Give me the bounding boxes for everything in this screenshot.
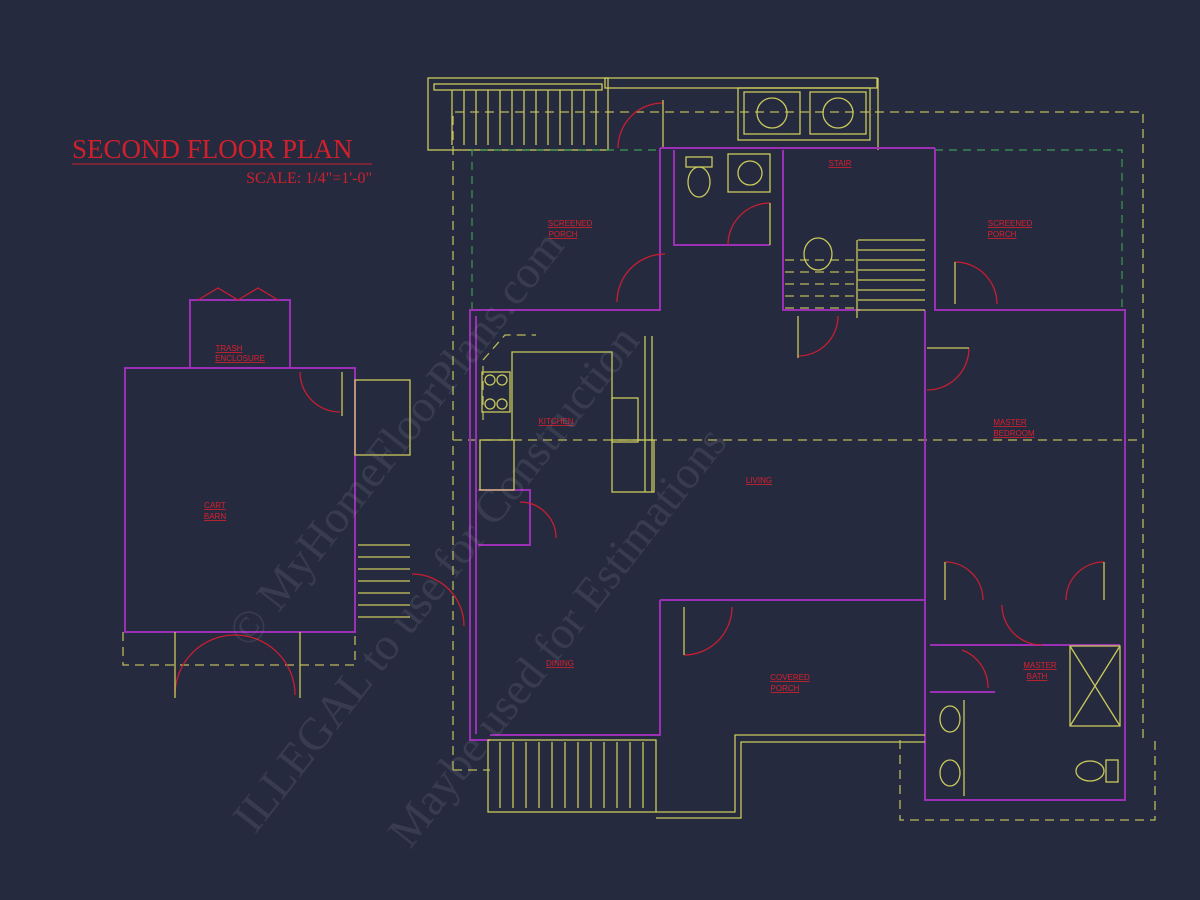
top-deck-stair bbox=[427, 77, 879, 151]
room-label-trash-enclosure: TRASH bbox=[215, 344, 242, 353]
cooktop-icon bbox=[481, 371, 511, 413]
toilet-icon bbox=[1075, 760, 1105, 782]
room-label-line: PORCH bbox=[988, 230, 1017, 239]
plan-scale: SCALE: 1/4"=1'-0" bbox=[246, 170, 372, 187]
vanity-sink-icon bbox=[939, 759, 961, 787]
kitchen-sink-icon bbox=[611, 397, 639, 443]
title-block: SECOND FLOOR PLAN SCALE: 1/4"=1'-0" bbox=[72, 134, 372, 187]
room-label-kitchen: KITCHEN bbox=[538, 417, 573, 426]
room-label-line: BATH bbox=[1027, 672, 1048, 681]
room-label-line: BEDROOM bbox=[993, 429, 1035, 438]
room-label-living: LIVING bbox=[746, 476, 772, 485]
room-labels: SCREENED PORCH STAIR SCREENED PORCH TRAS… bbox=[204, 159, 1057, 693]
sink-icon bbox=[737, 160, 763, 186]
fixtures bbox=[354, 153, 1121, 819]
doors bbox=[174, 202, 1105, 698]
plan-title: SECOND FLOOR PLAN bbox=[72, 134, 353, 164]
room-label-master-bath: MASTER bbox=[1023, 661, 1057, 670]
room-label-line: ENCLOSURE bbox=[215, 354, 265, 363]
room-label-screened-porch-right: SCREENED bbox=[988, 219, 1033, 228]
roof-outline bbox=[122, 111, 1156, 821]
toilet-icon bbox=[687, 166, 711, 198]
room-label-dining: DINING bbox=[546, 659, 574, 668]
room-label-cart-barn: CART bbox=[204, 501, 226, 510]
walls bbox=[124, 147, 1126, 801]
screen-lines bbox=[471, 149, 1123, 310]
room-label-line: PORCH bbox=[549, 230, 578, 239]
vanity-sink-icon bbox=[939, 705, 961, 733]
room-label-master-bedroom: MASTER bbox=[993, 418, 1027, 427]
room-label-stair: STAIR bbox=[829, 159, 852, 168]
room-label-line: BARN bbox=[204, 512, 226, 521]
watermark: © MyHomeFloorPlans.com ILLEGAL to use fo… bbox=[218, 220, 737, 856]
room-label-line: PORCH bbox=[771, 684, 800, 693]
watermark-line-3: Maybe used for Estimations bbox=[378, 417, 737, 856]
shower-icon bbox=[1069, 645, 1121, 727]
room-label-screened-porch-left: SCREENED bbox=[548, 219, 593, 228]
room-label-covered-porch: COVERED bbox=[770, 673, 810, 682]
